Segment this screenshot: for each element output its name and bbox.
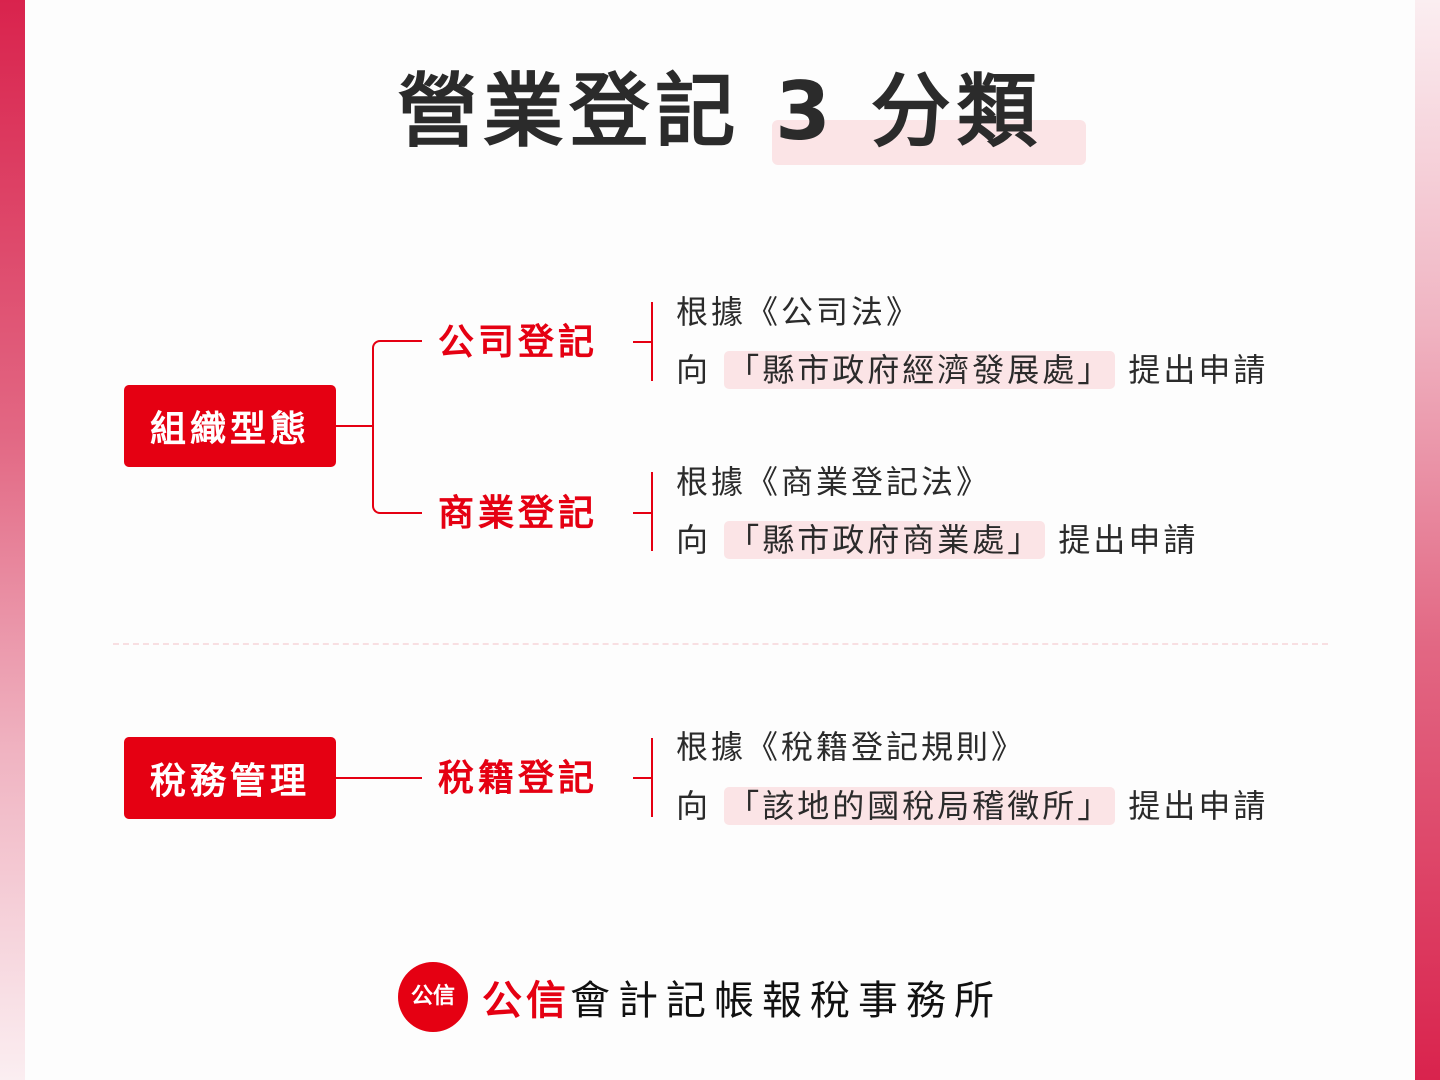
page-title: 營業登記 3 分類: [397, 65, 1043, 158]
authority-highlight: 「縣市政府商業處」: [724, 521, 1046, 559]
registration-label-business: 商業登記: [438, 493, 599, 534]
prefix: 向: [676, 351, 712, 389]
connector-line: [336, 777, 422, 779]
suffix: 提出申請: [1058, 521, 1199, 559]
title-container: 營業登記 3 分類: [0, 62, 1440, 162]
tick-vertical: [651, 302, 653, 381]
authority-highlight: 「該地的國稅局稽徵所」: [724, 787, 1116, 825]
right-gradient-bar: [1415, 0, 1440, 1080]
tick-vertical: [651, 472, 653, 551]
basis-text: 根據《稅籍登記規則》: [676, 728, 1027, 766]
branch-bracket: [372, 340, 422, 514]
connector-line: [336, 425, 374, 427]
registration-label-company: 公司登記: [438, 322, 599, 363]
left-gradient-bar: [0, 0, 25, 1080]
basis-text: 根據《公司法》: [676, 293, 922, 331]
suffix: 提出申請: [1128, 351, 1269, 389]
application-text: 向 「縣市政府商業處」 提出申請: [676, 517, 1198, 563]
brand-logo-icon: 公信: [398, 962, 468, 1032]
brand-name-red: 公信: [482, 977, 570, 1024]
suffix: 提出申請: [1128, 787, 1269, 825]
tick-line: [633, 512, 653, 514]
registration-label-tax: 稅籍登記: [438, 758, 599, 799]
footer-brand: 公信 公信 會計記帳報稅事務所: [398, 962, 1002, 1032]
application-text: 向 「該地的國稅局稽徵所」 提出申請: [676, 783, 1268, 829]
dashed-divider: [113, 643, 1328, 645]
tick-line: [633, 341, 653, 343]
tick-vertical: [651, 738, 653, 817]
tick-line: [633, 777, 653, 779]
basis-text: 根據《商業登記法》: [676, 463, 992, 501]
brand-name-black: 會計記帳報稅事務所: [570, 978, 1002, 1024]
application-text: 向 「縣市政府經濟發展處」 提出申請: [676, 347, 1268, 393]
prefix: 向: [676, 787, 712, 825]
prefix: 向: [676, 521, 712, 559]
title-highlight: [772, 120, 1086, 165]
authority-highlight: 「縣市政府經濟發展處」: [724, 351, 1116, 389]
category-box-organization: 組織型態: [124, 385, 336, 467]
category-box-tax: 稅務管理: [124, 737, 336, 819]
